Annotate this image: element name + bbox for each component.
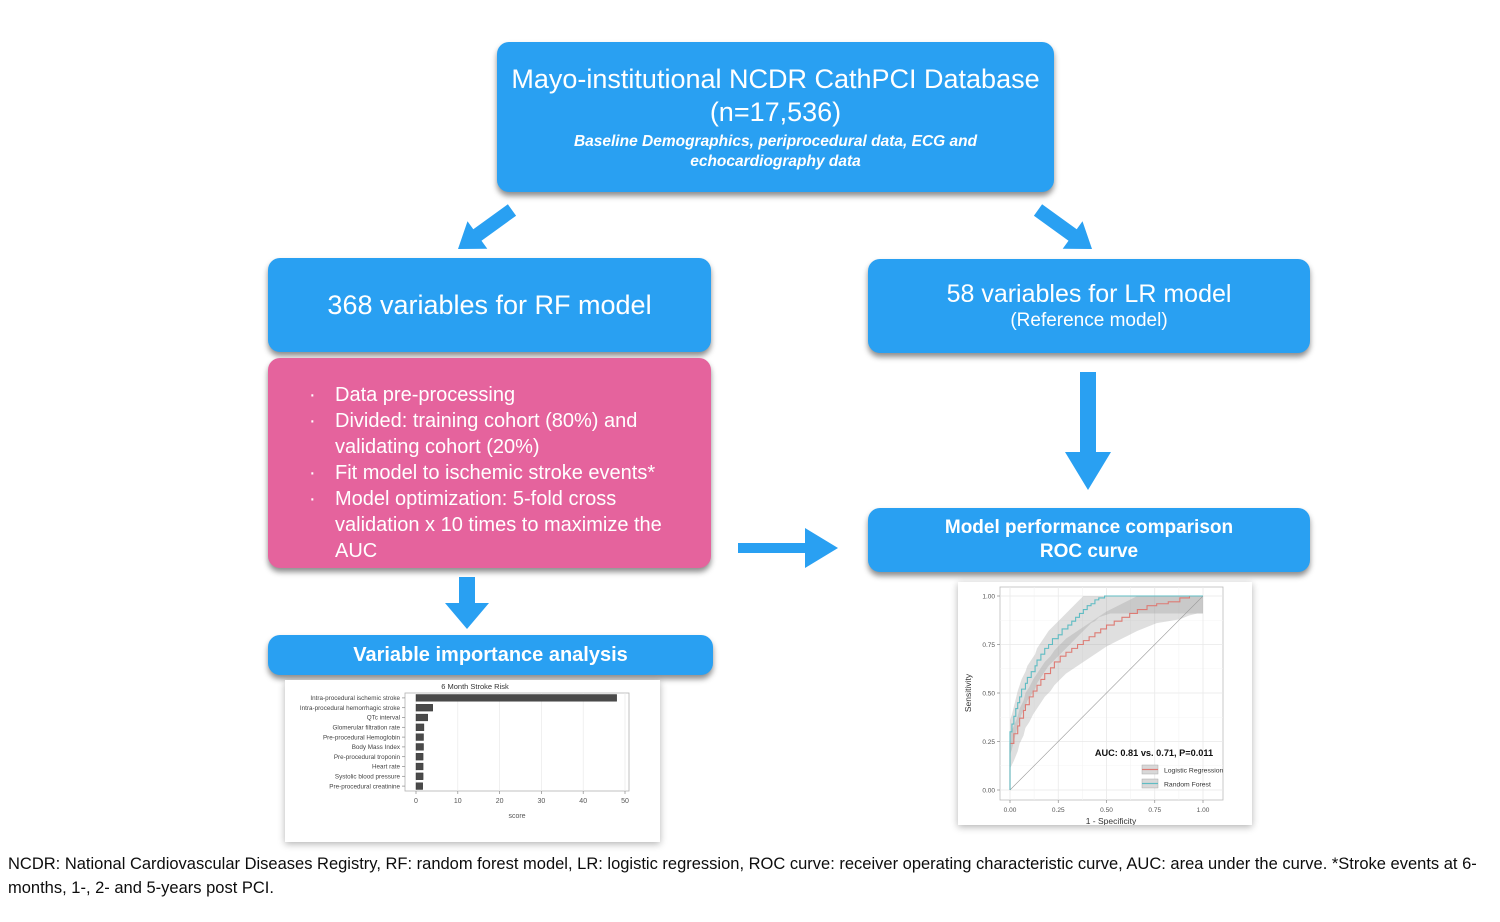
svg-text:0.00: 0.00 bbox=[982, 787, 995, 794]
processing-step: Divided: training cohort (80%) and valid… bbox=[309, 408, 693, 460]
svg-text:QTc interval: QTc interval bbox=[367, 715, 400, 722]
svg-text:0.50: 0.50 bbox=[982, 690, 995, 697]
processing-steps-list: Data pre-processingDivided: training coh… bbox=[268, 382, 711, 564]
arrow-lr-to-comparison-icon bbox=[1065, 372, 1111, 490]
rf-processing-box: Data pre-processingDivided: training coh… bbox=[268, 358, 711, 568]
svg-text:AUC: 0.81 vs. 0.71, P=0.011: AUC: 0.81 vs. 0.71, P=0.011 bbox=[1095, 748, 1213, 758]
model-comparison-box: Model performance comparison ROC curve bbox=[868, 508, 1310, 572]
rf-variables-box: 368 variables for RF model bbox=[268, 258, 711, 352]
svg-text:Random Forest: Random Forest bbox=[1164, 782, 1211, 789]
svg-text:Sensitivity: Sensitivity bbox=[963, 673, 973, 712]
database-title: Mayo-institutional NCDR CathPCI Database bbox=[511, 63, 1040, 94]
svg-text:1.00: 1.00 bbox=[1197, 807, 1210, 814]
svg-text:Systolic blood pressure: Systolic blood pressure bbox=[335, 774, 401, 781]
svg-text:0.50: 0.50 bbox=[1100, 807, 1113, 814]
svg-text:0.00: 0.00 bbox=[1004, 807, 1017, 814]
svg-text:30: 30 bbox=[538, 798, 546, 805]
processing-step: Fit model to ischemic stroke events* bbox=[309, 460, 693, 486]
svg-text:20: 20 bbox=[496, 798, 504, 805]
svg-text:0: 0 bbox=[414, 798, 418, 805]
svg-text:0.25: 0.25 bbox=[1052, 807, 1065, 814]
svg-text:40: 40 bbox=[579, 798, 587, 805]
svg-text:0.75: 0.75 bbox=[982, 642, 995, 649]
figure-caption: NCDR: National Cardiovascular Diseases R… bbox=[8, 855, 1477, 897]
svg-text:10: 10 bbox=[454, 798, 462, 805]
arrow-process-to-comparison-icon bbox=[738, 528, 838, 568]
rf-variables-title: 368 variables for RF model bbox=[327, 289, 652, 320]
svg-text:0.25: 0.25 bbox=[982, 739, 995, 746]
processing-step: Data pre-processing bbox=[309, 382, 693, 408]
svg-text:Intra-procedural ischemic stro: Intra-procedural ischemic stroke bbox=[310, 695, 400, 702]
svg-text:Intra-procedural hemorrhagic s: Intra-procedural hemorrhagic stroke bbox=[300, 705, 401, 712]
svg-text:Heart rate: Heart rate bbox=[372, 764, 400, 771]
svg-text:Pre-procedural creatinine: Pre-procedural creatinine bbox=[329, 783, 400, 790]
variable-importance-box: Variable importance analysis bbox=[268, 635, 713, 675]
arrow-down-right-icon bbox=[1033, 204, 1092, 249]
lr-variables-box: 58 variables for LR model (Reference mod… bbox=[868, 259, 1310, 353]
svg-text:Pre-procedural troponin: Pre-procedural troponin bbox=[334, 754, 401, 761]
model-comparison-line1: Model performance comparison bbox=[944, 517, 1234, 538]
arrow-down-left-icon bbox=[458, 204, 517, 249]
arrow-process-to-importance-icon bbox=[445, 577, 489, 629]
svg-text:1.00: 1.00 bbox=[982, 593, 995, 600]
svg-text:1 - Specificity: 1 - Specificity bbox=[1086, 816, 1137, 825]
lr-variables-title: 58 variables for LR model bbox=[946, 280, 1232, 308]
database-n: (n=17,536) bbox=[709, 96, 842, 127]
variable-importance-title: Variable importance analysis bbox=[353, 643, 628, 666]
svg-text:6 Month Stroke Risk: 6 Month Stroke Risk bbox=[441, 682, 509, 691]
processing-step: Model optimization: 5-fold cross validat… bbox=[309, 486, 693, 564]
database-subtitle: Baseline Demographics, periprocedural da… bbox=[573, 132, 978, 170]
database-box: Mayo-institutional NCDR CathPCI Database… bbox=[497, 42, 1054, 192]
svg-text:Logistic Regression: Logistic Regression bbox=[1164, 768, 1224, 775]
svg-text:50: 50 bbox=[621, 798, 629, 805]
svg-text:Body Mass Index: Body Mass Index bbox=[352, 744, 401, 751]
svg-text:0.75: 0.75 bbox=[1148, 807, 1161, 814]
svg-text:Pre-procedural Hemoglobin: Pre-procedural Hemoglobin bbox=[323, 734, 400, 741]
svg-text:Glomerular filtration rate: Glomerular filtration rate bbox=[332, 725, 400, 732]
variable-importance-bar-chart: 0 10 20 30 40 50 Intra-procedural ischemic str… bbox=[285, 680, 660, 842]
lr-variables-subtitle: (Reference model) bbox=[1010, 310, 1168, 331]
roc-curve-chart: 0.00 0.25 0.50 0.75 1.00 0.00 0.25 0.50 0.75 1.00… bbox=[958, 582, 1252, 825]
svg-text:score: score bbox=[508, 813, 525, 820]
model-comparison-line2: ROC curve bbox=[1039, 541, 1139, 562]
